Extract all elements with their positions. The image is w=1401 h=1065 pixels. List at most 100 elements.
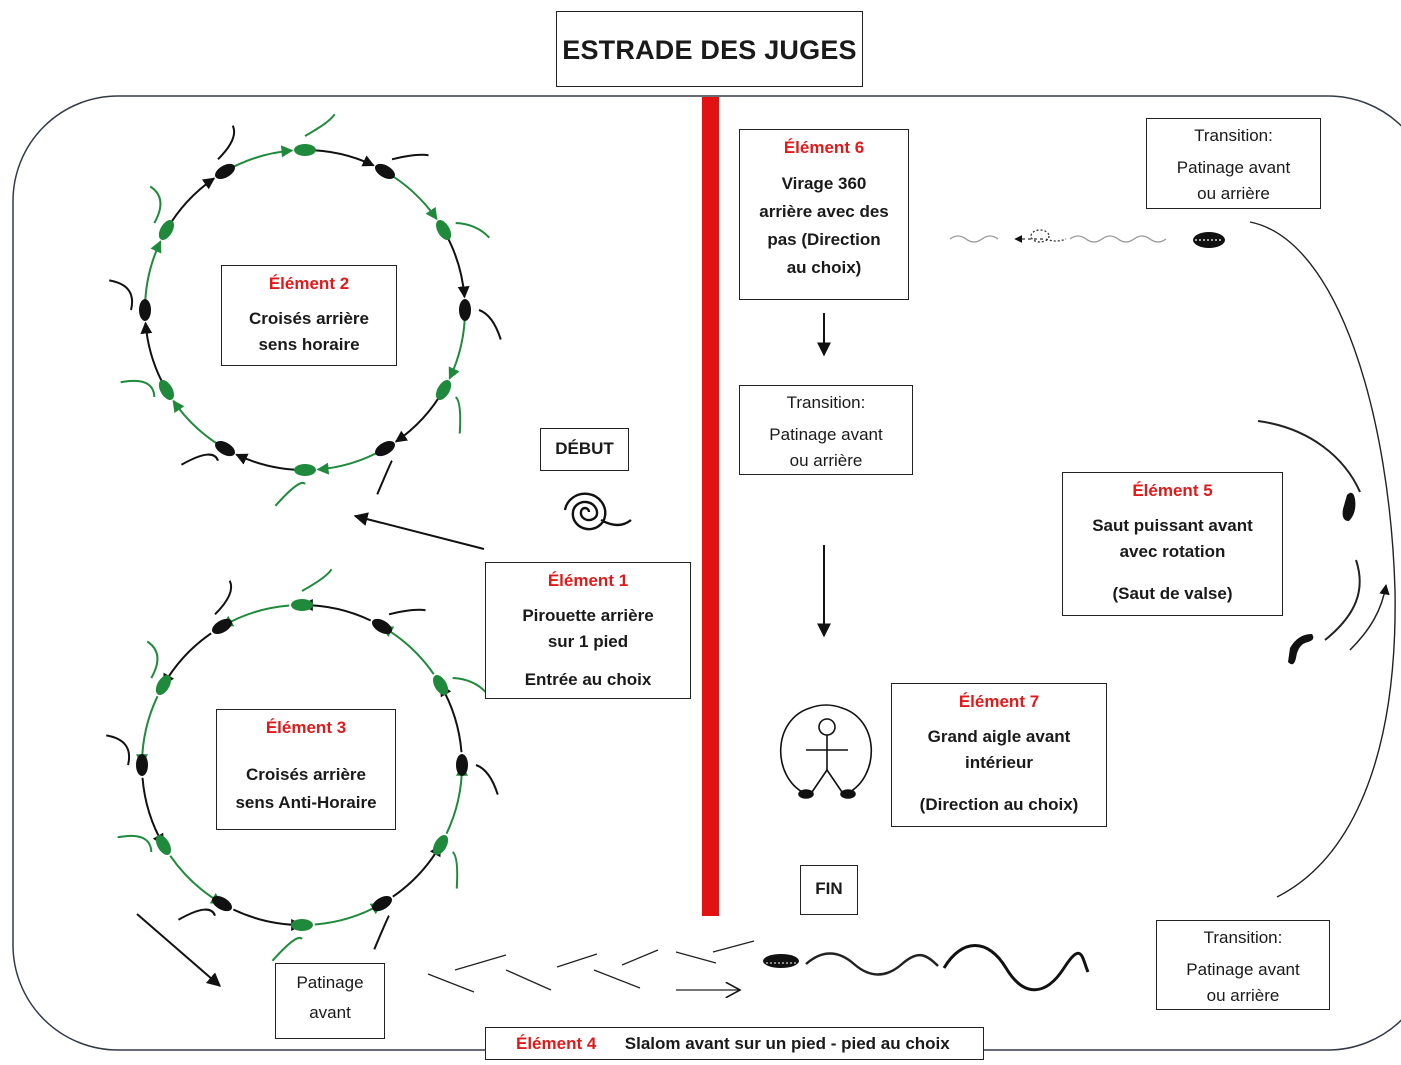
stroke-trace [304,113,336,137]
circle-element-3 [106,568,499,962]
crossover-arc [448,309,466,380]
stroke-trace [455,222,491,239]
footprint-icon [459,299,471,321]
stroke-trace [301,568,333,592]
stroke-trace [452,677,488,694]
spiral-icon [563,492,632,531]
element-5-line-2: avec rotation [1119,542,1226,561]
element-1-line-1: Pirouette arrière [522,606,654,625]
footprint-icon [212,618,232,635]
jump-arc-arrow [1349,583,1390,651]
footprint-icon [294,464,316,476]
element-5-line-1: Saut puissant avant [1092,516,1253,535]
right-curve [1249,221,1396,898]
stroke-trace [146,640,159,679]
element-7-title: Élément 7 [958,692,1040,711]
crossover-arc [224,145,294,173]
element-7-box: Élément 7 Grand aigle avant intérieur (D… [891,683,1107,827]
crossover-arc [300,599,372,622]
crossover-arc [162,632,212,687]
element-1-line-2: sur 1 pied [547,632,629,651]
transition-middle-line-3: ou arrière [789,451,863,470]
element-5-extra: (Saut de valse) [1112,584,1233,603]
footprint-icon [155,835,172,855]
transition-top-line-2: Patinage avant [1176,158,1291,177]
element-2-line-2: sens horaire [258,335,360,354]
footprint-icon [372,618,392,635]
transition-middle-line-1: Transition: [786,393,866,412]
crossover-arc [165,177,216,231]
transition-bottom-line-3: ou arrière [1206,986,1280,1005]
element-3-line-2: sens Anti-Horaire [235,793,377,812]
footprint-icon [158,220,175,240]
crossover-arc [442,229,470,299]
crossover-arc [136,695,159,767]
arrow-to-element-2 [353,512,485,550]
crossover-arc [144,240,162,311]
footprint-icon [375,440,395,457]
element-2-title: Élément 2 [268,274,350,293]
stroke-trace [475,764,499,795]
stroke-trace [214,580,233,616]
debut-box: DÉBUT [540,428,629,471]
patinage-avant-line-2: avant [309,1003,351,1022]
transition-top-line-3: ou arrière [1197,184,1270,203]
transition-top-line-1: Transition: [1194,126,1273,145]
element-2-line-1: Croisés arrière [248,309,370,328]
footprint-icon [139,299,151,321]
patinage-avant-box: Patinage avant [275,963,385,1039]
crossover-arc [316,447,386,475]
crossover-arc [235,453,306,471]
element-6-line-2: arrière avec des [759,202,889,221]
crossover-arc [314,902,384,926]
stroke-trace [454,396,462,434]
transition-bottom-line-1: Transition: [1203,928,1283,947]
element-6-title: Élément 6 [783,138,865,157]
element-1-box: Élément 1 Pirouette arrière sur 1 pied E… [485,562,691,699]
footprint-icon [291,919,313,931]
circle-element-2 [109,113,502,507]
crossover-arc [439,683,463,753]
patinage-avant-line-1: Patinage [296,973,364,992]
stroke-trace [388,608,426,616]
wave-trace-bold [942,944,1090,992]
element-6-line-4: au choix) [786,258,862,277]
element-7-line-2: intérieur [964,753,1034,772]
crossover-arc [140,321,168,391]
element-4-text: Slalom avant sur un pied - pied au choix [624,1034,950,1053]
footprint-icon [294,144,316,156]
fin-box: FIN [800,865,858,915]
footprint-icon [291,599,313,611]
crossover-arc [392,843,442,898]
crossover-arc [169,855,224,905]
element-1-extra: Entrée au choix [524,670,652,689]
crossover-arc [380,625,435,675]
footprint-icon [375,163,395,180]
footprint-icon [212,895,232,912]
transition-box-middle: Transition: Patinage avant ou arrière [739,385,913,475]
element-4-title: Élément 4 [516,1034,597,1053]
element-6-line-3: pas (Direction [767,230,881,249]
wave-trace-thin [805,952,939,976]
element-1-title: Élément 1 [547,571,629,590]
stroke-trace [180,453,219,466]
element-5-box: Élément 5 Saut puissant avant avec rotat… [1062,472,1283,616]
transition-middle-line-2: Patinage avant [769,425,883,444]
judges-stand-box: ESTRADE DES JUGES [556,11,863,87]
crossover-arc [394,389,445,443]
crossover-arc [172,399,226,450]
element-4-box: Élément 4 Slalom avant sur un pied - pie… [485,1027,984,1060]
element-6-box: Élément 6 Virage 360 arrière avec des pa… [739,129,909,300]
element-7-line-1: Grand aigle avant [927,727,1071,746]
footprint-icon [155,675,172,695]
stroke-trace [451,851,459,889]
stroke-trace [376,459,393,495]
slalom-trace [427,940,755,992]
skate-blade-icon [763,954,799,968]
crossover-arc [384,170,438,221]
footprint-icon [432,675,449,695]
stroke-trace [109,279,133,311]
element-6-line-1: Virage 360 [781,174,867,193]
transition-box-top: Transition: Patinage avant ou arrière [1146,118,1321,209]
